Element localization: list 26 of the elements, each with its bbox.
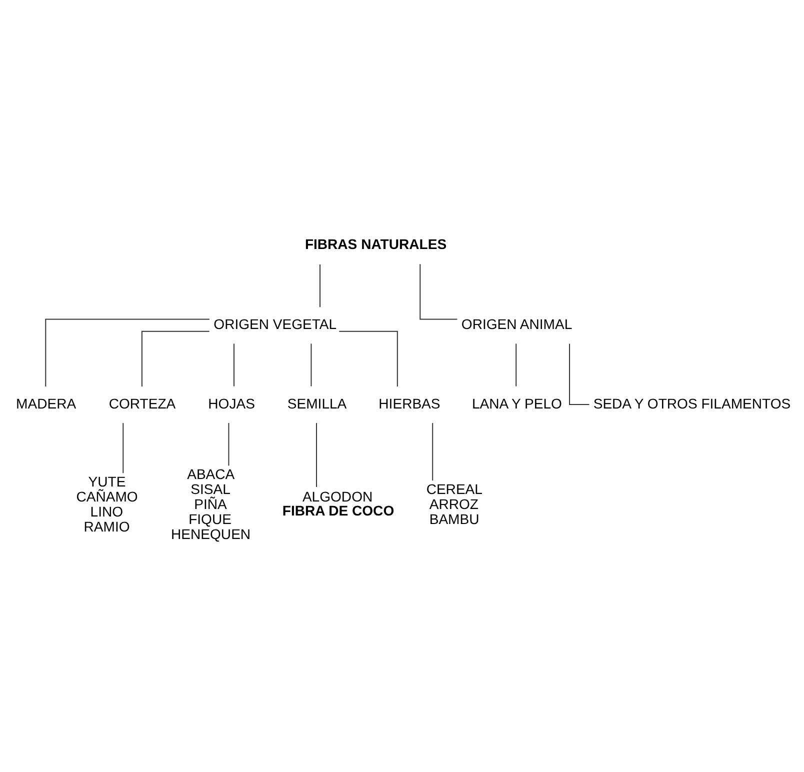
connector — [339, 330, 398, 386]
node-text: FIBRAS NATURALES — [304, 235, 447, 252]
node-text: YUTE CAÑAMO LINO RAMIO — [76, 473, 138, 534]
node-text: ORIGEN ANIMAL — [461, 316, 572, 332]
node-text: SEDA Y OTROS FILAMENTOS — [593, 394, 791, 411]
connector — [316, 422, 317, 486]
node-text: ORIGEN VEGETAL — [214, 316, 337, 332]
connector — [45, 318, 210, 386]
node-text: MADERA — [16, 394, 76, 411]
connector — [516, 343, 517, 386]
connector — [420, 264, 458, 320]
connector — [432, 422, 434, 480]
node-text: LANA Y PELO — [472, 394, 562, 411]
node-text: ALGODON FIBRA DE COCO — [282, 488, 394, 518]
connector — [228, 422, 230, 466]
node-text: HIERBAS — [378, 394, 440, 411]
node-text: HOJAS — [208, 394, 255, 411]
connector — [569, 343, 590, 405]
connector — [122, 422, 124, 473]
connector — [141, 330, 210, 386]
connector — [233, 343, 234, 386]
node-text: ABACA SISAL PIÑA FIQUE HENEQUEN — [171, 465, 251, 542]
node-text: CEREAL ARROZ BAMBU — [426, 480, 482, 527]
connector — [310, 343, 312, 386]
node-text: SEMILLA — [287, 394, 347, 411]
node-text: CORTEZA — [108, 394, 176, 411]
